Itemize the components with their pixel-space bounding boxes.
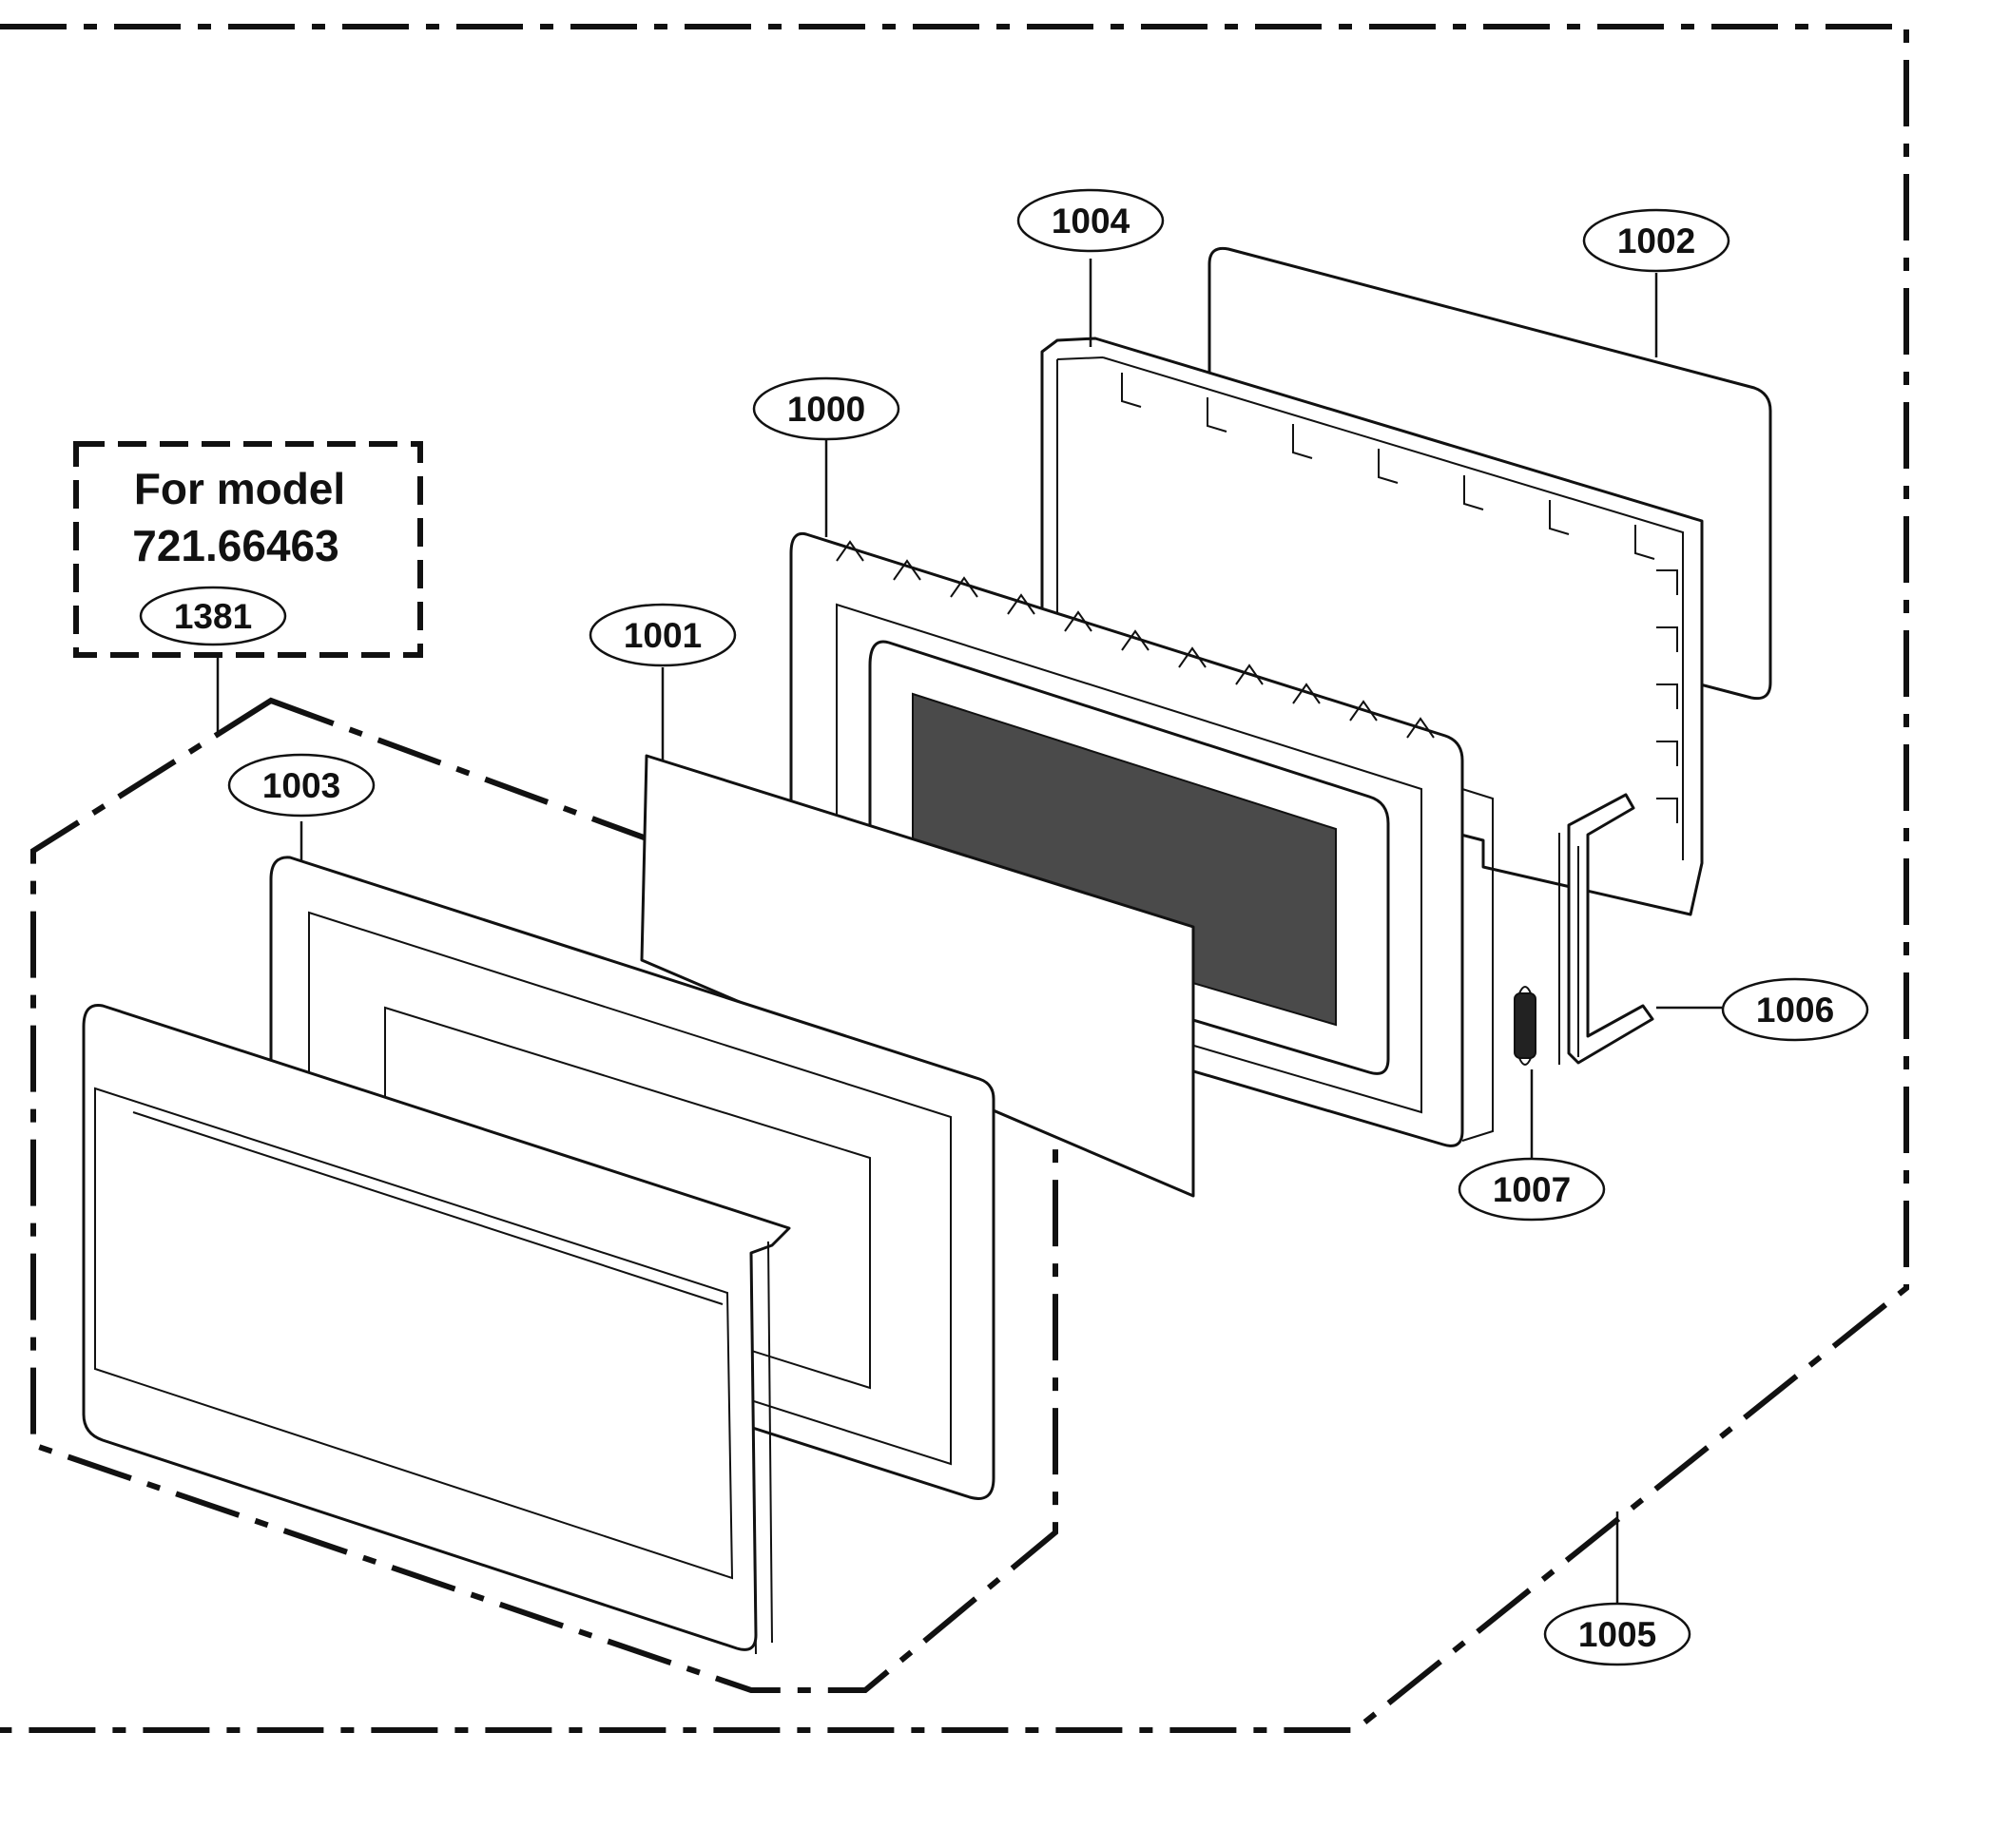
- callout-1381[interactable]: 1381: [139, 586, 287, 646]
- svg-text:1001: 1001: [624, 616, 702, 655]
- svg-text:1003: 1003: [262, 766, 340, 805]
- svg-text:1381: 1381: [174, 597, 252, 636]
- svg-text:1002: 1002: [1617, 221, 1695, 260]
- leader-lines: [216, 259, 1722, 1608]
- model-note-line1: For model: [134, 464, 345, 513]
- svg-text:1007: 1007: [1493, 1170, 1571, 1209]
- svg-text:1004: 1004: [1052, 202, 1130, 241]
- part-1001-glass-sheet: [640, 754, 1195, 1198]
- callout-1006[interactable]: 1006: [1721, 977, 1869, 1042]
- part-1381-front-trim: [82, 1003, 791, 1655]
- model-note-line2: 721.66463: [132, 521, 338, 570]
- svg-text:1006: 1006: [1756, 991, 1834, 1030]
- assembly-1005-boundary: [0, 24, 1909, 1733]
- svg-text:1000: 1000: [787, 390, 865, 429]
- callout-1002[interactable]: 1002: [1582, 208, 1730, 273]
- callout-1001[interactable]: 1001: [589, 603, 737, 667]
- part-1007-latch-spring: [1514, 986, 1536, 1066]
- model-note-box: [73, 441, 423, 658]
- callout-1005[interactable]: 1005: [1543, 1602, 1691, 1666]
- svg-text:1005: 1005: [1578, 1615, 1656, 1654]
- callout-1007[interactable]: 1007: [1458, 1157, 1606, 1222]
- callout-1003[interactable]: 1003: [227, 753, 376, 818]
- part-1004-choke-frame: [1040, 337, 1704, 916]
- callout-1000[interactable]: 1000: [752, 376, 900, 441]
- callout-1004[interactable]: 1004: [1016, 188, 1165, 253]
- part-1006-latch-hook: [1558, 793, 1654, 1065]
